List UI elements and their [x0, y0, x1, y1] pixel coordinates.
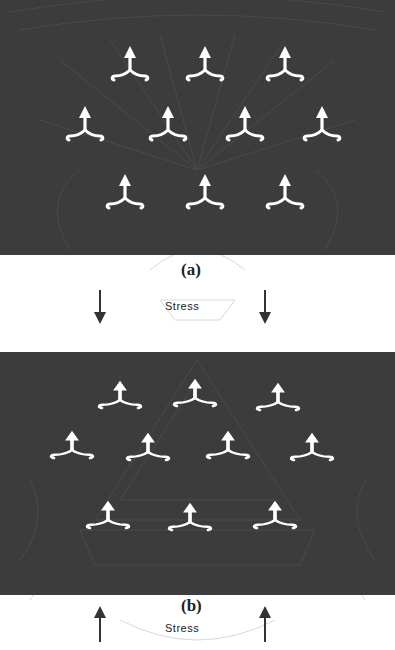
stress-label: Stress	[165, 622, 199, 634]
panel-a-pattern	[10, 0, 385, 250]
panel-a	[0, 0, 395, 255]
stress-label: Stress	[165, 300, 199, 312]
stress-arrow	[99, 612, 101, 642]
molecule-grid-a	[67, 46, 340, 208]
molecule-grid-b	[52, 379, 333, 530]
stress-arrow	[99, 290, 101, 318]
panel-b	[0, 352, 395, 595]
stress-arrow	[264, 612, 266, 642]
panel-label: (b)	[181, 596, 202, 616]
stress-arrow	[264, 290, 266, 318]
panel-label: (a)	[181, 260, 201, 280]
panel-b-pattern	[20, 360, 375, 565]
